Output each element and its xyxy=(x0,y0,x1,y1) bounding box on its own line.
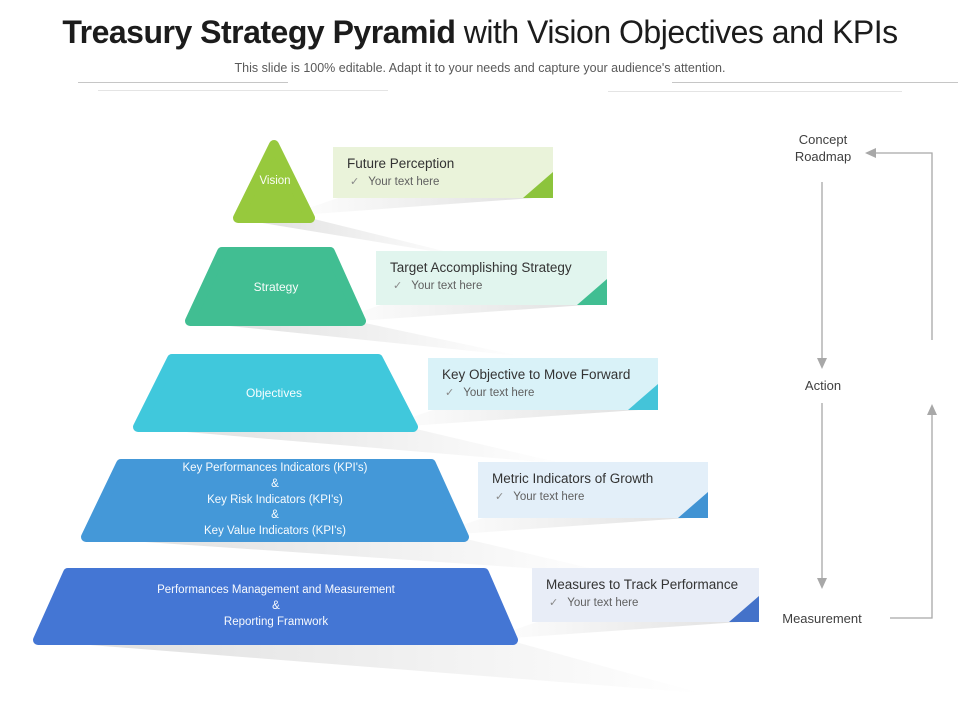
callout-title: Key Objective to Move Forward xyxy=(442,367,631,382)
check-icon: ✓ xyxy=(393,280,403,292)
corner-fold-icon xyxy=(577,279,607,305)
pyramid-level-kpi-objectives xyxy=(133,354,418,432)
pyramid-level-foundation xyxy=(33,568,518,645)
page-title-bold: Treasury Strategy Pyramid xyxy=(62,14,456,50)
objectives-label: Objectives xyxy=(245,386,303,400)
vision-label: Vision xyxy=(259,175,291,187)
callout-title: Measures to Track Performance xyxy=(546,577,739,592)
check-icon: ✓ xyxy=(350,176,360,188)
callout-objectives: Key Objective to Move Forward ✓ Your text… xyxy=(428,358,658,410)
callout-item-text: Your text here xyxy=(567,597,639,609)
callout-item: ✓ Your text here xyxy=(390,279,595,292)
corner-fold-icon xyxy=(678,492,708,518)
callout-item: ✓ Your text here xyxy=(546,596,747,609)
corner-fold-icon xyxy=(729,596,759,622)
callout-title: Target Accomplishing Strategy xyxy=(390,260,572,275)
foundation-label: Performances Management and Measurement … xyxy=(157,584,395,628)
rail-label-concept-roadmap: Concept Roadmap xyxy=(794,132,852,164)
strategy-label: Strategy xyxy=(253,280,299,294)
corner-fold-icon xyxy=(523,172,553,198)
pyramid-level-kpi xyxy=(81,459,469,542)
divider-line xyxy=(98,90,388,91)
vision-shadow xyxy=(238,219,468,257)
roadmap-arrows xyxy=(817,148,937,619)
callout-shadow xyxy=(484,621,753,640)
callout-item: ✓ Your text here xyxy=(442,386,646,399)
arrow-measurement-to-action-icon xyxy=(890,404,937,619)
callout-item-text: Your text here xyxy=(411,280,483,292)
pyramid-level-vision xyxy=(233,140,315,223)
foundation-shadow xyxy=(39,641,700,693)
corner-fold-icon xyxy=(628,384,658,410)
divider-line xyxy=(608,91,902,92)
callout-shadow xyxy=(328,304,601,323)
callout-item: ✓ Your text here xyxy=(347,175,541,188)
check-icon: ✓ xyxy=(495,491,505,503)
callout-foundation: Measures to Track Performance ✓ Your text… xyxy=(532,568,759,622)
callout-title: Metric Indicators of Growth xyxy=(492,471,654,486)
kpi-label: Key Performances Indicators (KPI's) & Ke… xyxy=(182,462,368,538)
arrow-concept-to-action-icon xyxy=(817,182,827,369)
pyramid-level-strategy xyxy=(185,247,366,326)
divider-line xyxy=(78,82,288,83)
rail-label-action: Action xyxy=(804,378,842,393)
arrow-return-to-concept-icon xyxy=(865,148,933,340)
page-title-rest: with Vision Objectives and KPIs xyxy=(455,14,898,50)
kpi-shadow xyxy=(87,538,615,574)
check-icon: ✓ xyxy=(549,597,559,609)
check-icon: ✓ xyxy=(445,387,455,399)
callout-title: Future Perception xyxy=(347,156,455,171)
callout-vision: Future Perception ✓ Your text here xyxy=(333,147,553,198)
callout-item-text: Your text here xyxy=(463,387,535,399)
page-subtitle: This slide is 100% editable. Adapt it to… xyxy=(234,61,726,75)
objectives-shadow xyxy=(139,428,565,464)
rail-label-measurement: Measurement xyxy=(782,611,862,626)
callout-kpi: Metric Indicators of Growth ✓ Your text h… xyxy=(478,462,708,518)
callout-shadow xyxy=(285,197,547,216)
callout-item-text: Your text here xyxy=(513,491,585,503)
divider-line xyxy=(672,82,958,83)
callout-shadow xyxy=(430,517,702,536)
callout-shadow xyxy=(380,409,652,428)
callout-item-text: Your text here xyxy=(368,176,440,188)
strategy-shadow xyxy=(191,322,520,356)
arrow-action-to-measurement-icon xyxy=(817,403,827,589)
page-title: Treasury Strategy Pyramid with Vision Ob… xyxy=(0,14,960,51)
callout-item: ✓ Your text here xyxy=(492,490,696,503)
callout-strategy: Target Accomplishing Strategy ✓ Your text… xyxy=(376,251,607,305)
